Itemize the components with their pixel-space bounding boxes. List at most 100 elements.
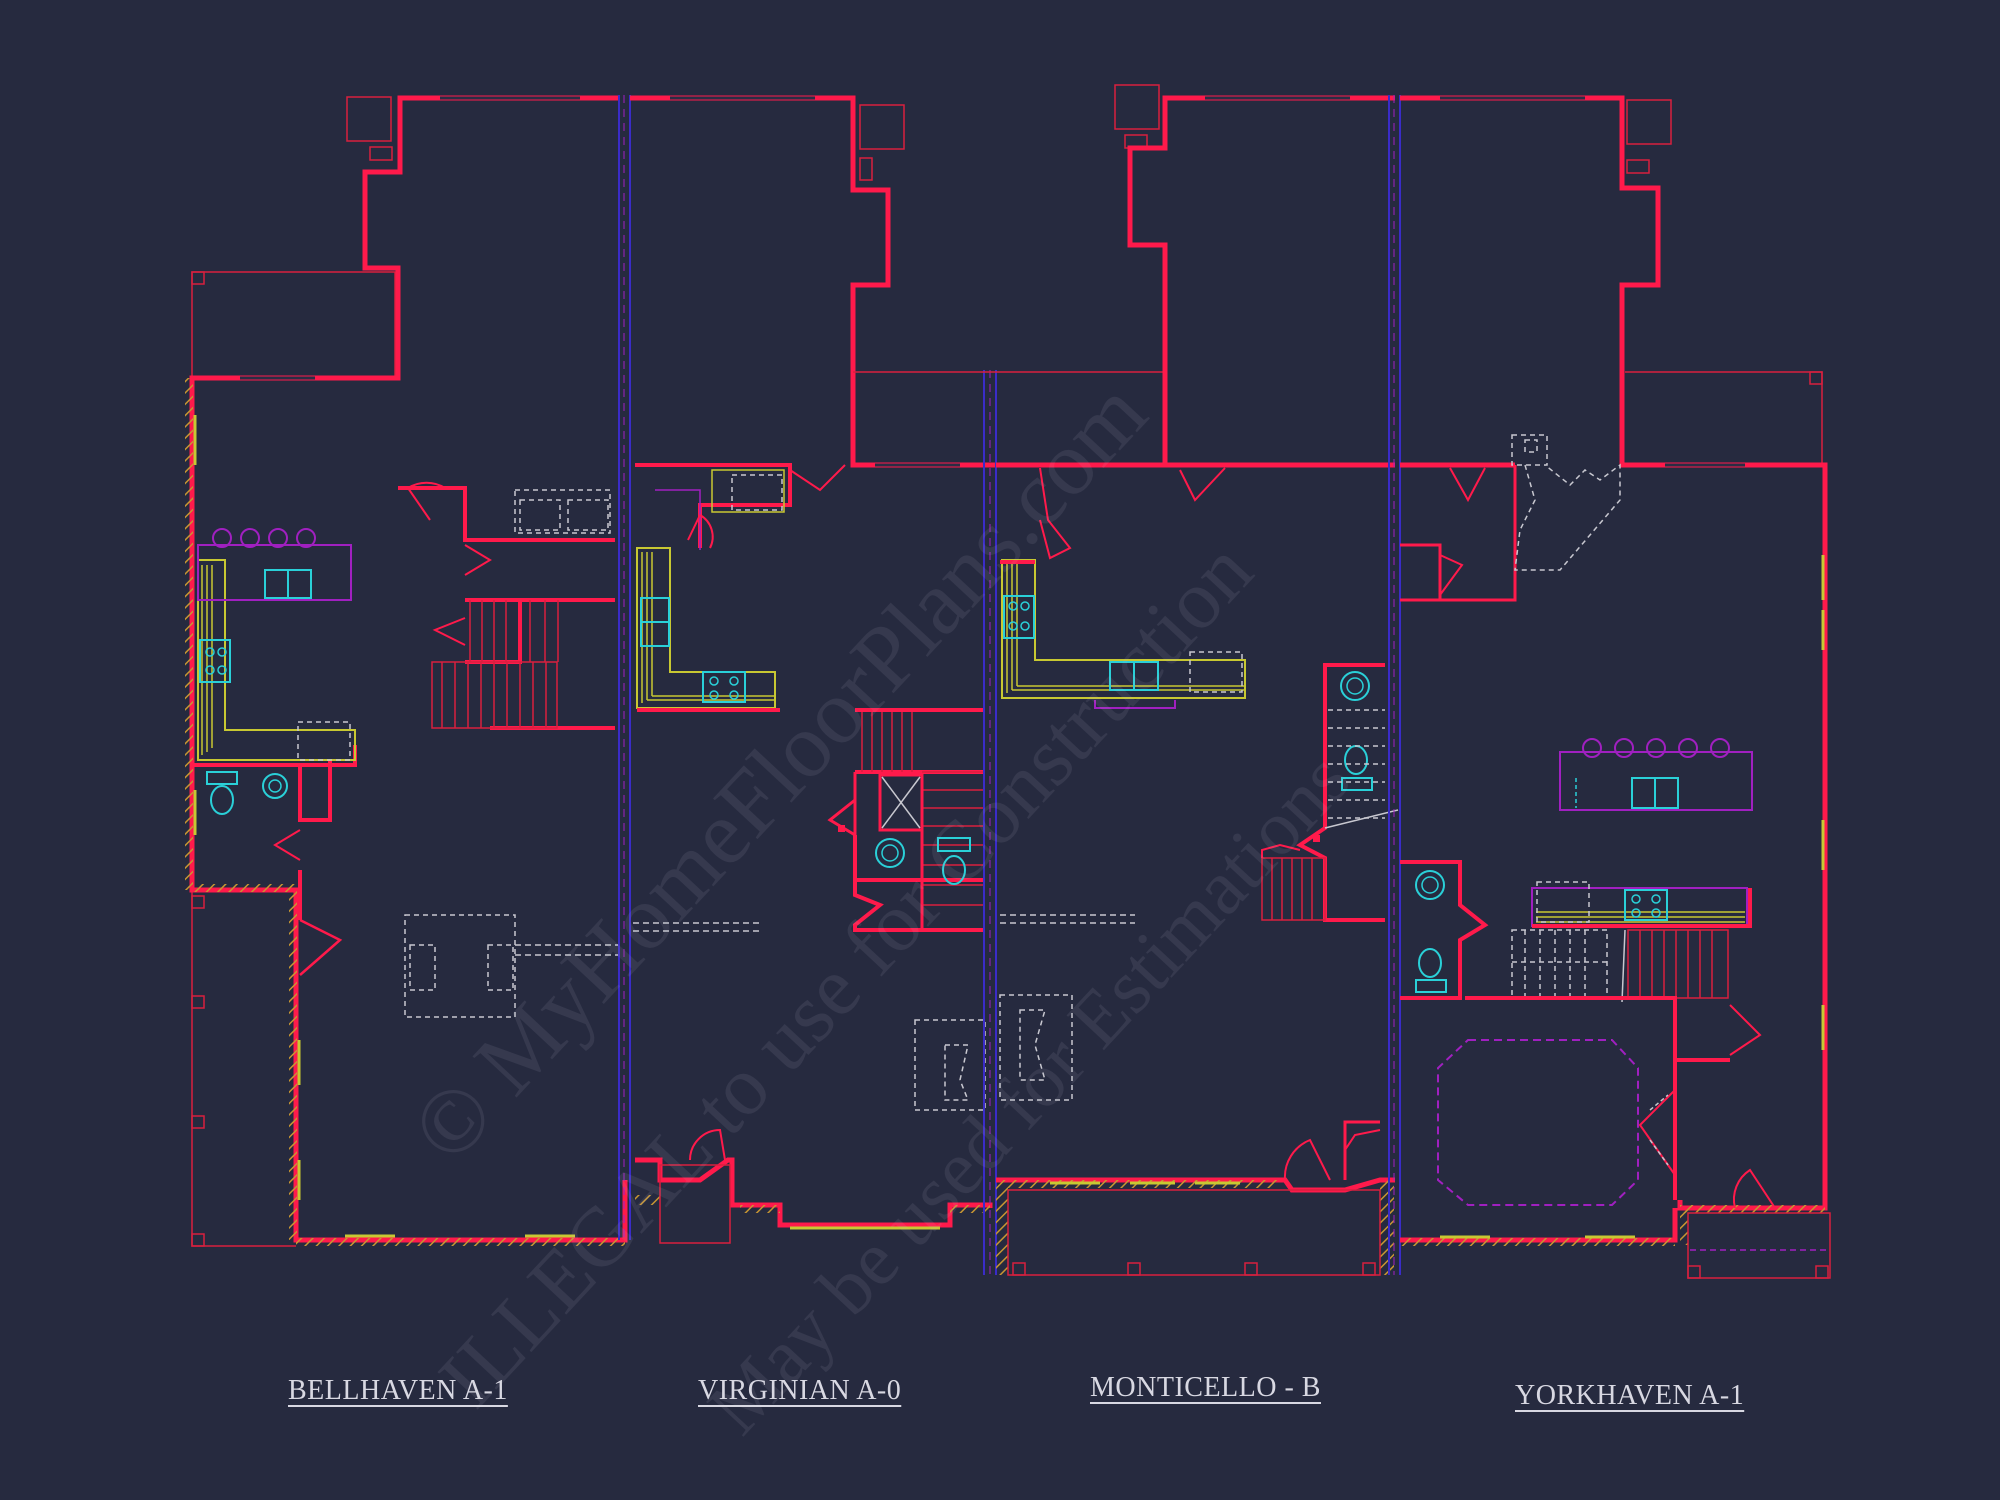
- porch-post: [191, 895, 205, 909]
- toilet: [1344, 745, 1368, 775]
- unit-label-monticello: MONTICELLO - B: [1090, 1372, 1321, 1403]
- bar-stool: [212, 528, 232, 548]
- patio-post: [1809, 371, 1823, 385]
- door-swing: [1283, 1138, 1331, 1181]
- dining-chair: [409, 944, 436, 991]
- unit-label-yorkhaven: YORKHAVEN A-1: [1515, 1380, 1745, 1411]
- dining-table: [404, 914, 516, 1018]
- staircase: [1261, 857, 1326, 921]
- burner: [205, 665, 215, 675]
- front-porch: [1687, 1212, 1831, 1279]
- lavatory: [1415, 870, 1445, 900]
- porch-post: [191, 1115, 205, 1129]
- washer: [519, 499, 561, 531]
- kitchen-island: [1559, 751, 1753, 811]
- staircase: [1627, 929, 1729, 999]
- door-swing: [1439, 554, 1464, 596]
- door-swing: [1449, 467, 1486, 503]
- bar-stool: [240, 528, 260, 548]
- hatched-wall: [289, 890, 297, 1240]
- rear-patio-outline: [191, 271, 396, 378]
- interior-wall: [1400, 543, 1442, 602]
- kitchen-island: [197, 544, 352, 601]
- appliance: [1536, 881, 1590, 923]
- hatched-wall: [1400, 1238, 1675, 1246]
- party-wall: [1388, 95, 1401, 1275]
- porch-post: [1244, 1262, 1258, 1276]
- door-swing: [789, 464, 846, 492]
- hatched-wall: [1680, 1205, 1825, 1213]
- rear-stair: [1511, 434, 1621, 571]
- ac-unit: [1626, 99, 1672, 145]
- toilet: [1418, 948, 1442, 978]
- ac-unit: [1114, 84, 1160, 130]
- door-swing: [464, 544, 492, 576]
- porch-post: [1012, 1262, 1026, 1276]
- interior-wall: [398, 486, 615, 542]
- door-swing: [1039, 467, 1072, 560]
- toilet: [942, 855, 966, 885]
- party-wall: [618, 95, 631, 1240]
- exterior-wall: [1127, 95, 1395, 468]
- interior-wall: [1465, 996, 1730, 1062]
- unit-label-virginian: VIRGINIAN A-0: [698, 1375, 902, 1406]
- exterior-wall: [630, 95, 1165, 468]
- hatched-wall: [192, 884, 296, 892]
- staircase: [431, 600, 559, 729]
- cooktop: [702, 671, 746, 703]
- lavatory: [262, 773, 288, 799]
- smoke-detector: [1313, 835, 1320, 842]
- burner: [217, 647, 227, 657]
- kitchen-counter: [636, 547, 776, 709]
- bar-stool: [1582, 738, 1602, 758]
- toilet-tank: [1341, 777, 1373, 791]
- unit-label-bellhaven: BELLHAVEN A-1: [288, 1375, 508, 1406]
- interior-wall: [1532, 888, 1752, 928]
- front-porch-outline: [191, 880, 296, 1247]
- door-swing: [687, 514, 714, 549]
- appliance: [514, 489, 611, 534]
- exterior-wall: [1400, 1208, 1678, 1243]
- ac-unit-small: [369, 146, 393, 161]
- kitchen-bar: [1094, 700, 1176, 709]
- burner: [217, 665, 227, 675]
- dining-table: [1437, 1039, 1639, 1206]
- coat-closet: [878, 773, 924, 832]
- lavatory: [1340, 671, 1370, 701]
- hatched-wall: [740, 1205, 780, 1213]
- hatched-wall: [1380, 1180, 1394, 1275]
- bar-stool: [1678, 738, 1698, 758]
- door-swing: [299, 918, 343, 976]
- unit-bellhaven: [185, 95, 628, 1247]
- staircase: [1511, 929, 1608, 999]
- unit-monticello: [838, 84, 1399, 1276]
- staircase: [861, 712, 985, 906]
- ac-unit-small: [1626, 159, 1650, 174]
- interior-wall: [853, 880, 985, 932]
- dining-chair: [487, 944, 514, 991]
- porch-post: [1362, 1262, 1376, 1276]
- porch-post: [191, 995, 205, 1009]
- door-swing: [273, 829, 301, 861]
- interior-wall: [1440, 465, 1517, 602]
- appliance: [297, 721, 351, 761]
- unit-yorkhaven: [1400, 95, 1831, 1279]
- hatched-wall: [996, 1180, 1008, 1275]
- interior-wall: [1400, 860, 1489, 1000]
- porch-post: [1687, 1265, 1701, 1279]
- hatched-wall: [296, 1238, 625, 1246]
- rear-patio-outline: [1625, 371, 1823, 465]
- interior-wall: [1343, 1120, 1380, 1180]
- unit-virginian: [630, 95, 1165, 1244]
- staircase: [1328, 709, 1385, 819]
- kitchen-counter: [197, 559, 356, 761]
- door-swing: [1179, 467, 1226, 502]
- fireplace: [914, 1019, 986, 1111]
- interior-wall: [465, 600, 522, 664]
- party-wall: [983, 370, 997, 1275]
- toilet-tank: [937, 837, 971, 852]
- interior-wall: [298, 760, 332, 822]
- bar-stool: [268, 528, 288, 548]
- bar-stool: [296, 528, 316, 548]
